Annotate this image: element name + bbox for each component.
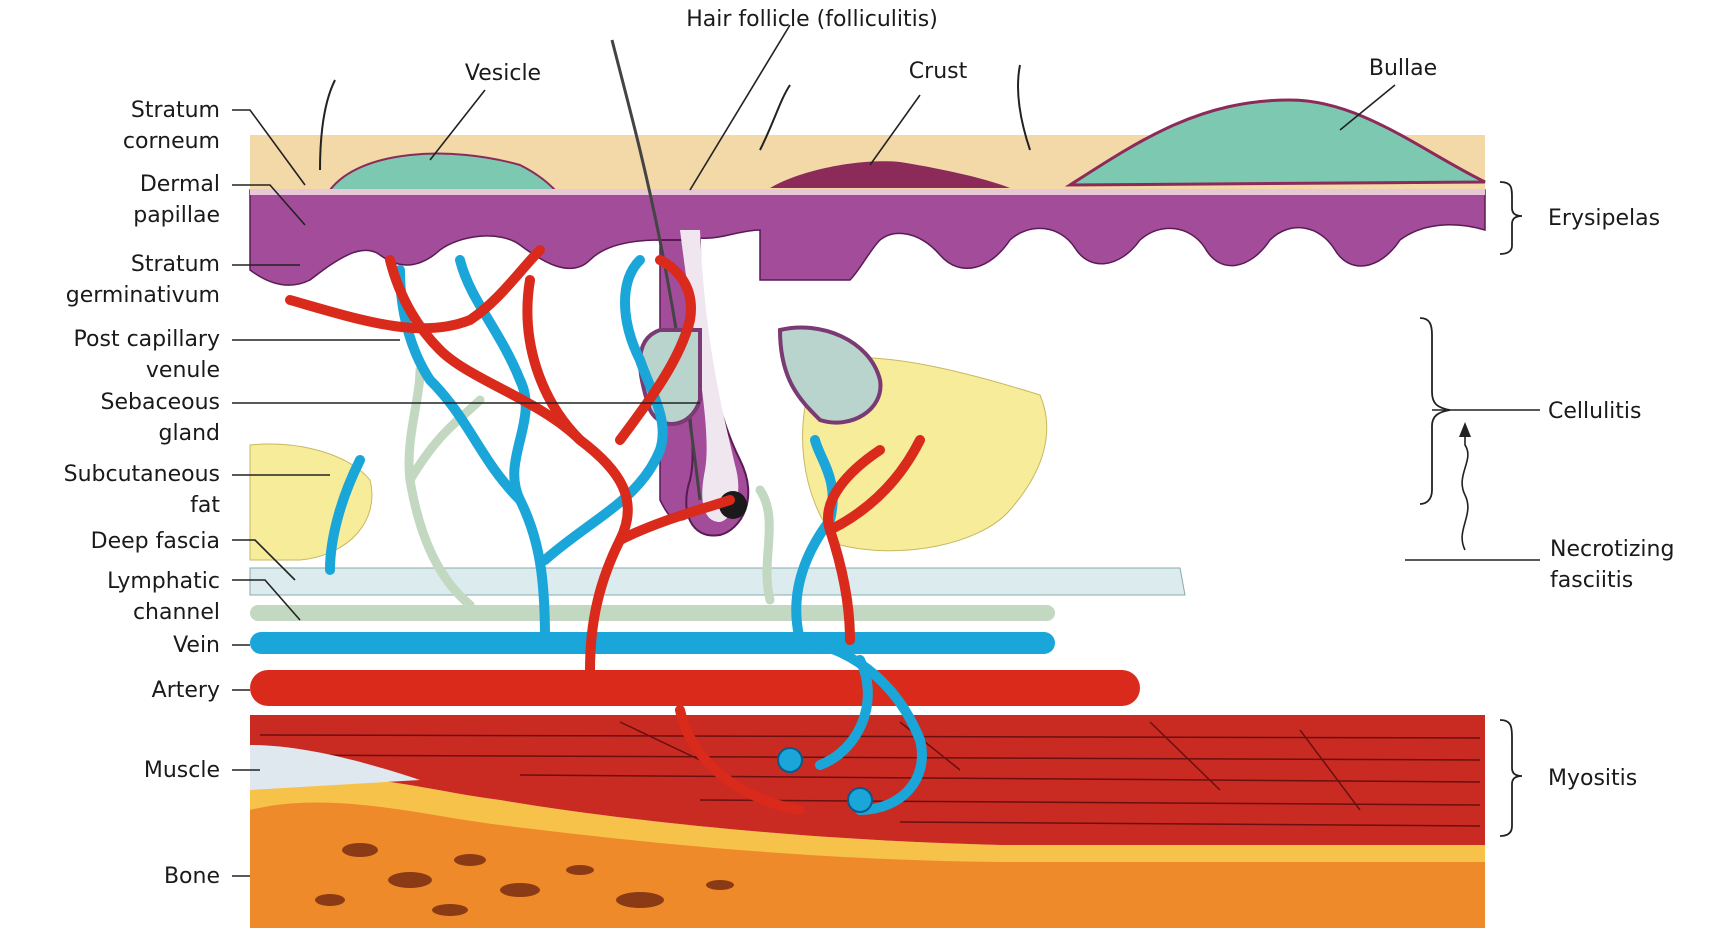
- label-vesicle: Vesicle: [465, 61, 541, 86]
- label-stratum-corneum-2: corneum: [123, 129, 220, 154]
- label-artery: Artery: [152, 678, 220, 703]
- label-necrotizing-fasciitis-2: fasciitis: [1550, 568, 1633, 593]
- label-subcutaneous-fat-2: fat: [190, 493, 220, 518]
- label-sebaceous-gland-2: gland: [159, 421, 220, 446]
- label-bone: Bone: [164, 864, 220, 889]
- lymphatic-vessel: [250, 605, 1055, 621]
- label-necrotizing-fasciitis-1: Necrotizing: [1550, 537, 1674, 562]
- label-stratum-germinativum-1: Stratum: [131, 252, 220, 277]
- label-lymphatic-channel-1: Lymphatic: [107, 569, 220, 594]
- label-erysipelas: Erysipelas: [1548, 206, 1660, 231]
- label-crust: Crust: [909, 59, 968, 84]
- label-stratum-corneum-1: Stratum: [131, 98, 220, 123]
- label-dermal-papillae-1: Dermal: [140, 172, 220, 197]
- artery-vessel: [250, 670, 1140, 706]
- label-deep-fascia: Deep fascia: [91, 529, 220, 554]
- label-subcutaneous-fat-1: Subcutaneous: [64, 462, 220, 487]
- label-muscle: Muscle: [144, 758, 220, 783]
- label-bullae: Bullae: [1369, 56, 1437, 81]
- label-stratum-germinativum-2: germinativum: [66, 283, 220, 308]
- label-sebaceous-gland-1: Sebaceous: [101, 390, 220, 415]
- vein-vessel: [250, 632, 1055, 654]
- label-post-capillary-venule-1: Post capillary: [74, 327, 220, 352]
- label-hair-follicle: Hair follicle (folliculitis): [686, 7, 938, 32]
- label-lymphatic-channel-2: channel: [133, 600, 220, 625]
- sebaceous-gland: [640, 327, 880, 423]
- label-dermal-papillae-2: papillae: [133, 203, 220, 228]
- label-cellulitis: Cellulitis: [1548, 399, 1642, 424]
- label-post-capillary-venule-2: venule: [146, 358, 220, 383]
- deep-fascia-band: [250, 568, 1185, 595]
- label-myositis: Myositis: [1548, 766, 1637, 791]
- label-vein: Vein: [173, 633, 220, 658]
